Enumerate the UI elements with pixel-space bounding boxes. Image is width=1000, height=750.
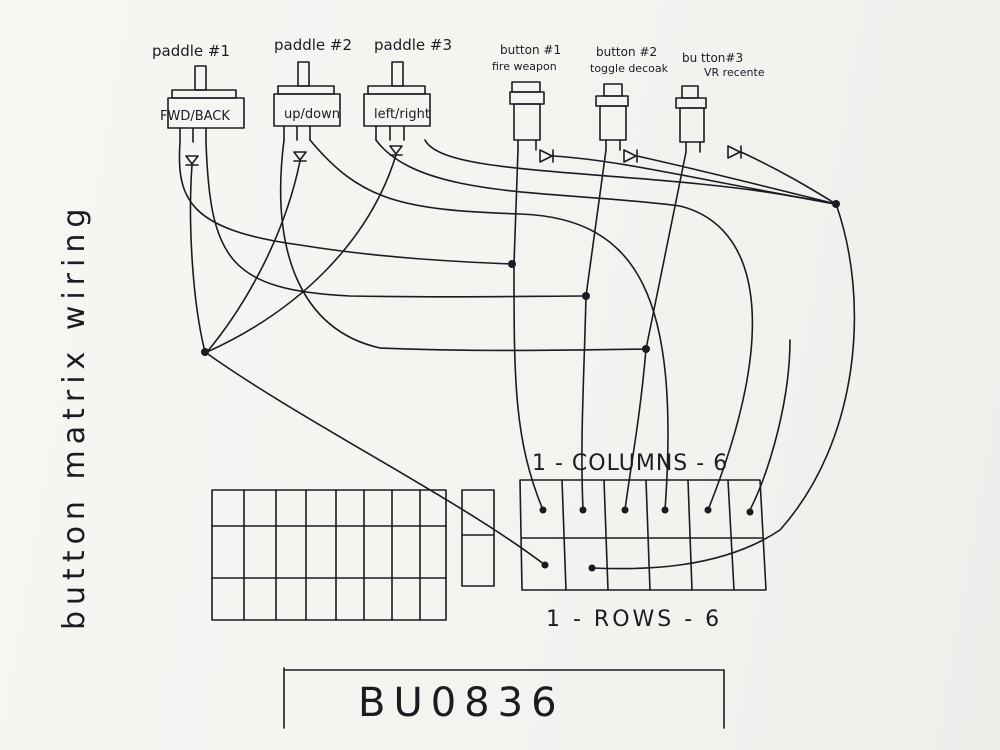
- button-3-switch: [675, 85, 707, 153]
- button-1-switch: [509, 81, 545, 151]
- diagram-title: button matrix wiring: [57, 203, 92, 630]
- paddle-1-label: paddle #1: [152, 42, 230, 60]
- button-2-label: button #2: [596, 45, 657, 59]
- paddle-3-label: paddle #3: [374, 36, 452, 54]
- terminal-block-right: [519, 479, 767, 591]
- board-outline: [283, 667, 725, 729]
- button-3-label: bu tton#3: [682, 51, 743, 65]
- paddle-3-switch: [363, 61, 431, 141]
- wires: [178, 139, 856, 570]
- junction-dots: [201, 200, 840, 572]
- paddle-2-function: up/down: [284, 107, 340, 122]
- button-2-switch: [595, 83, 629, 151]
- terminal-block-middle: [461, 489, 495, 587]
- columns-label: 1 - COLUMNS - 6: [532, 451, 728, 476]
- board-label: BU0836: [358, 680, 565, 726]
- paddle-2-switch: [273, 61, 341, 141]
- paddle-2-label: paddle #2: [274, 36, 352, 54]
- button-1-function: fire weapon: [492, 60, 557, 73]
- paddle-1-function: FWD/BACK: [160, 109, 230, 124]
- button-1-label: button #1: [500, 43, 561, 57]
- button-diodes: [539, 145, 742, 163]
- button-2-function: toggle decoak: [590, 62, 669, 75]
- terminal-block-left: [211, 489, 447, 621]
- button-3-function: VR recente: [704, 66, 765, 79]
- paddle-diodes: [185, 145, 403, 166]
- rows-label: 1 - ROWS - 6: [546, 607, 722, 632]
- paddle-1-switch: [167, 65, 245, 143]
- paddle-3-function: left/right: [374, 107, 430, 122]
